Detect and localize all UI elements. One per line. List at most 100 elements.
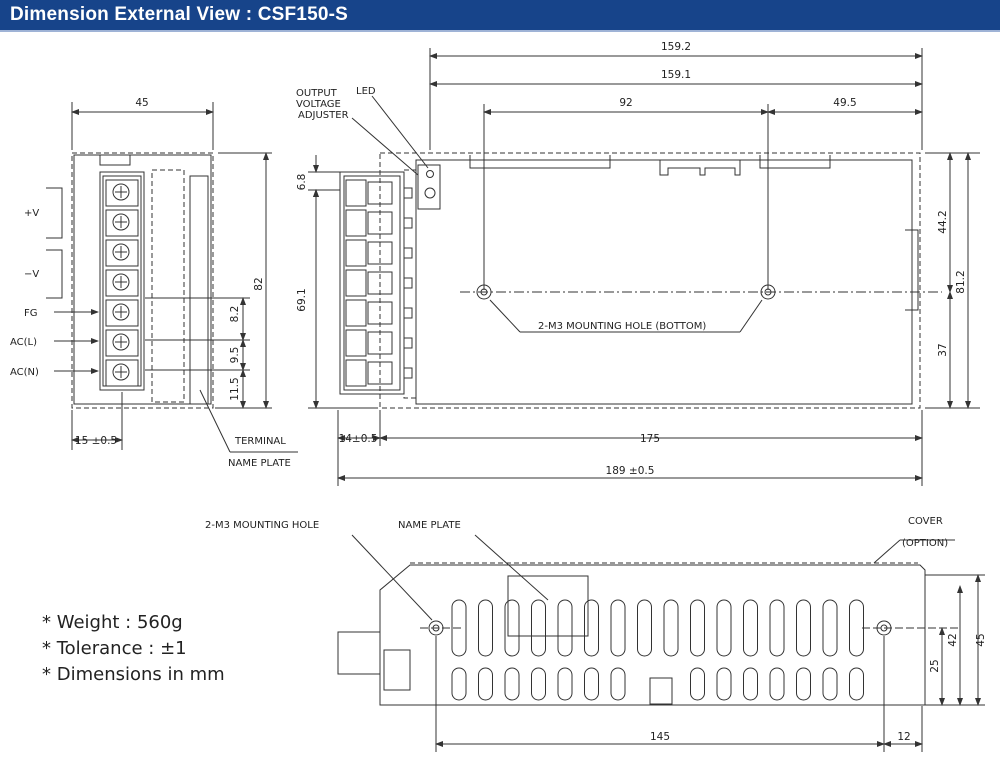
side-height-dim: 82	[253, 277, 265, 290]
terminal-label-fg: FG	[24, 308, 38, 319]
vent-slot	[610, 599, 626, 657]
terminal-side-cell	[367, 211, 393, 235]
bottom-dim-25: 25	[929, 659, 941, 672]
terminal-side-cell	[367, 301, 393, 325]
side-width-dim: 45	[135, 97, 148, 109]
terminal-label-ac-n: AC(N)	[10, 367, 39, 378]
label-adjuster: ADJUSTER	[298, 110, 349, 121]
top-dim-44-2: 44.2	[937, 210, 949, 233]
terminal-screw-icon	[112, 363, 130, 381]
side-view	[46, 102, 298, 453]
terminal-cell	[105, 209, 139, 237]
top-dim-37: 37	[937, 343, 949, 356]
side-pitch-1: 8.2	[229, 306, 241, 323]
terminal-label-ac-l: AC(L)	[10, 337, 37, 348]
terminal-cell	[105, 359, 139, 387]
page-header: Dimension External View : CSF150-S	[0, 0, 1000, 32]
label-output: OUTPUT	[296, 88, 338, 99]
vent-slot	[849, 667, 864, 701]
vent-slot	[743, 667, 758, 701]
terminal-label-plus-v: +V	[24, 208, 39, 219]
side-offset-dim: 15 ±0.5	[75, 435, 117, 447]
vent-slot	[557, 599, 573, 657]
top-dim-92: 92	[619, 97, 632, 109]
vent-slot	[531, 599, 546, 657]
terminal-screw-icon	[112, 213, 130, 231]
terminal-cell	[105, 329, 139, 357]
vent-slot	[584, 599, 599, 657]
bottom-dim-12: 12	[897, 731, 910, 743]
side-terminal-screws	[105, 179, 139, 387]
vent-slot	[743, 599, 758, 657]
vent-slot	[531, 667, 546, 701]
terminal-label-minus-v: −V	[24, 269, 39, 280]
terminal-label: TERMINAL	[234, 436, 286, 447]
top-terminal-screws	[345, 179, 413, 387]
vent-slot	[716, 599, 732, 657]
side-pitch-3: 11.5	[229, 377, 241, 400]
top-dim-189: 189 ±0.5	[606, 465, 655, 477]
label-mounting-hole: 2-M3 MOUNTING HOLE	[205, 520, 319, 531]
terminal-screw-icon	[112, 183, 130, 201]
terminal-side-cell	[345, 269, 367, 297]
top-dim-159-2: 159.2	[661, 41, 691, 53]
bottom-vent-slots	[451, 599, 864, 701]
terminal-side-cell	[367, 361, 393, 385]
vent-slot	[637, 599, 652, 657]
terminal-side-cell	[345, 329, 367, 357]
terminal-side-cell	[345, 179, 367, 207]
terminal-side-tab	[403, 277, 413, 289]
top-view	[308, 48, 980, 486]
top-dim-49-5: 49.5	[833, 97, 856, 109]
top-dim-14: 14±0.5	[339, 433, 378, 445]
terminal-side-tab	[403, 337, 413, 349]
vent-slot	[504, 599, 520, 657]
terminal-side-tab	[403, 247, 413, 259]
vent-slot	[478, 599, 493, 657]
terminal-cell	[105, 269, 139, 297]
terminal-side-tab	[403, 307, 413, 319]
terminal-side-cell	[367, 241, 393, 265]
label-cover: COVER	[908, 516, 943, 527]
terminal-side-cell	[367, 271, 393, 295]
terminal-side-tab	[403, 217, 413, 229]
label-mounting-bottom: 2-M3 MOUNTING HOLE (BOTTOM)	[538, 321, 706, 332]
terminal-side-cell	[367, 331, 393, 355]
vent-slot	[716, 667, 732, 701]
vent-slot	[796, 599, 811, 657]
header-rule	[0, 30, 1000, 32]
vent-slot	[769, 599, 785, 657]
bottom-dim-45: 45	[975, 633, 987, 646]
bottom-dim-42: 42	[947, 633, 959, 646]
vent-slot	[504, 667, 520, 701]
terminal-side-cell	[345, 299, 367, 327]
terminal-cell	[105, 179, 139, 207]
label-nameplate: NAME PLATE	[398, 520, 461, 531]
note-units: * Dimensions in mm	[42, 664, 225, 685]
terminal-screw-icon	[112, 273, 130, 291]
vent-slot	[451, 599, 467, 657]
terminal-side-tab	[403, 367, 413, 379]
vent-slot	[557, 667, 573, 701]
bottom-view	[337, 534, 985, 752]
terminal-cell	[105, 299, 139, 327]
vent-slot	[610, 667, 626, 701]
terminal-side-cell	[345, 209, 367, 237]
vent-slot	[663, 599, 679, 657]
vent-slot	[769, 667, 785, 701]
side-pitch-2: 9.5	[229, 347, 241, 364]
terminal-side-tab	[403, 187, 413, 199]
vent-slot	[478, 667, 493, 701]
vent-slot	[822, 599, 838, 657]
terminal-cell	[105, 239, 139, 267]
terminal-screw-icon	[112, 303, 130, 321]
vent-slot	[451, 667, 467, 701]
label-led: LED	[356, 86, 376, 97]
side-nameplate-label: NAME PLATE	[228, 458, 291, 469]
top-dim-175: 175	[640, 433, 660, 445]
top-dim-159-1: 159.1	[661, 69, 691, 81]
label-voltage: VOLTAGE	[296, 99, 341, 110]
note-weight: * Weight : 560g	[42, 612, 183, 633]
page-title: Dimension External View : CSF150-S	[10, 4, 349, 25]
terminal-screw-icon	[112, 243, 130, 261]
